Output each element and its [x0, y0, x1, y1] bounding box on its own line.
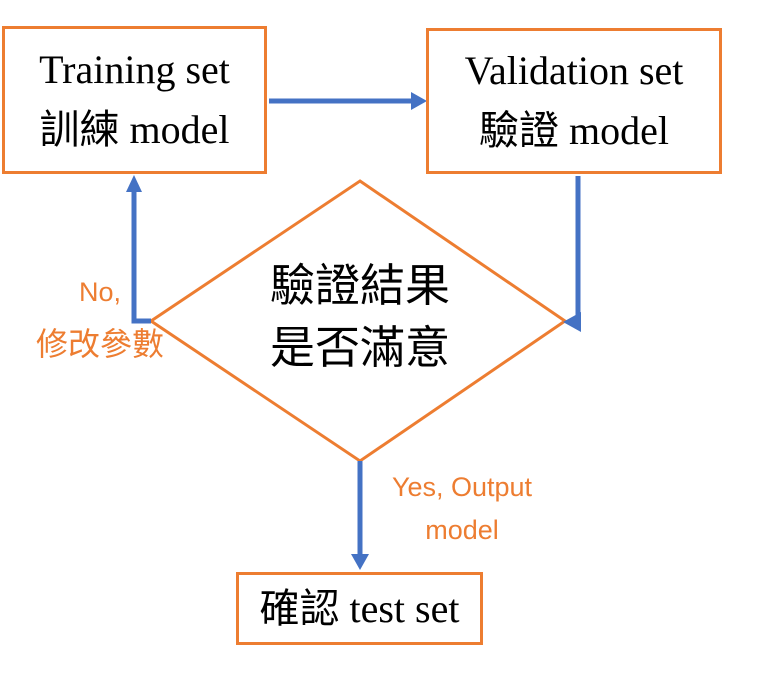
- node-decision-line1: 驗證結果: [269, 261, 450, 311]
- node-test-set: 確認 test set: [236, 572, 483, 645]
- arrow-decision-to-training-head: [126, 175, 142, 192]
- node-training-line1: Training set: [39, 47, 230, 92]
- edge-label-no-line1: No,: [78, 277, 122, 307]
- node-decision-line2: 是否滿意: [269, 323, 450, 373]
- node-test-label: 確認 test set: [259, 585, 460, 631]
- edge-label-yes: Yes, Output model: [378, 472, 546, 545]
- node-validation-line2: 驗證 model: [479, 108, 669, 153]
- node-decision-label: 驗證結果 是否滿意: [238, 255, 482, 379]
- edge-label-no-line2: 修改參數: [35, 326, 164, 362]
- arrow-validation-to-decision-head: [563, 312, 581, 332]
- edge-label-no: No, 修改參數: [20, 272, 180, 362]
- arrow-decision-to-training-line: [131, 191, 151, 324]
- node-validation-line1: Validation set: [464, 48, 684, 93]
- edge-label-yes-line1: Yes, Output: [391, 472, 533, 502]
- node-validation-set: Validation set 驗證 model: [426, 28, 722, 174]
- arrow-decision-to-test-head: [351, 554, 369, 570]
- edge-label-yes-line2: model: [425, 515, 499, 545]
- node-training-set: Training set 訓練 model: [2, 26, 267, 174]
- arrow-training-to-validation-head: [411, 92, 427, 110]
- node-training-line2: 訓練 model: [39, 107, 230, 152]
